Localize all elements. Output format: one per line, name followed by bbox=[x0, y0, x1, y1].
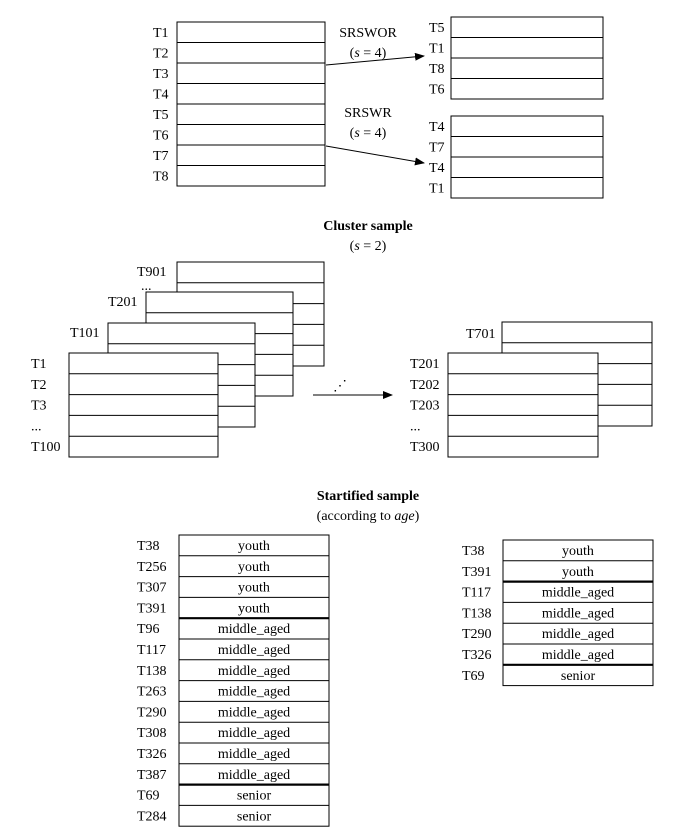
cluster-front-row-label: T1 bbox=[31, 357, 47, 372]
srs-source-row-label: T4 bbox=[153, 88, 169, 103]
cluster-title: Cluster sample bbox=[323, 219, 413, 234]
srswor-label: SRSWOR (s = 4) bbox=[339, 26, 397, 61]
cluster-back-label: T101 bbox=[70, 326, 100, 341]
srs-source-row-label: T6 bbox=[153, 129, 169, 144]
cluster-result-front-row-label: T203 bbox=[410, 399, 440, 414]
srswor-row-label: T5 bbox=[429, 21, 445, 36]
strat-left-row-age: middle_aged bbox=[218, 622, 290, 637]
srswor-row-label: T6 bbox=[429, 83, 445, 98]
srswr-row-label: T4 bbox=[429, 120, 445, 135]
strat-left-row-id: T256 bbox=[137, 560, 167, 575]
strat-left-row-id: T308 bbox=[137, 726, 167, 741]
cluster-front-frame bbox=[68, 352, 219, 458]
strat-right-row-age: middle_aged bbox=[542, 648, 614, 663]
cluster-result-front-row-label: ... bbox=[410, 419, 421, 434]
strat-right-row-id: T38 bbox=[462, 544, 485, 559]
srswr-title: SRSWR bbox=[344, 106, 392, 121]
strat-left-row-id: T117 bbox=[137, 643, 166, 658]
strat-right-row-id: T326 bbox=[462, 648, 492, 663]
strat-right-row-id: T138 bbox=[462, 606, 492, 621]
cluster-stack-ellipsis: ... bbox=[141, 279, 152, 294]
strat-left-row-age: middle_aged bbox=[218, 747, 290, 762]
cluster-front-row-label: ... bbox=[31, 419, 42, 434]
strat-left-row-age: middle_aged bbox=[218, 685, 290, 700]
strat-right-row-age: senior bbox=[561, 669, 596, 684]
strat-left-row-age: youth bbox=[238, 539, 270, 554]
strat-left-row-age: senior bbox=[237, 789, 272, 804]
stratified-title: Startified sample bbox=[317, 489, 419, 504]
cluster-front-row-label: T3 bbox=[31, 399, 47, 414]
strat-left-row-age: middle_aged bbox=[218, 643, 290, 658]
strat-left-row-age: youth bbox=[238, 581, 270, 596]
srswr-label: SRSWR (s = 4) bbox=[344, 106, 392, 141]
srswor-row-label: T1 bbox=[429, 42, 445, 57]
srswr-row-label: T4 bbox=[429, 161, 445, 176]
strat-left-row-id: T263 bbox=[137, 685, 167, 700]
cluster-result-front-row-label: T300 bbox=[410, 440, 440, 455]
srs-source-row-label: T3 bbox=[153, 67, 169, 82]
strat-left-row-age: senior bbox=[237, 809, 272, 824]
strat-right-row-id: T117 bbox=[462, 586, 491, 601]
strat-left-row-id: T326 bbox=[137, 747, 167, 762]
cluster-result-front-frame bbox=[447, 352, 599, 458]
strat-right-row-age: middle_aged bbox=[542, 606, 614, 621]
strat-left-row-id: T387 bbox=[137, 768, 167, 783]
strat-left-row-id: T96 bbox=[137, 622, 160, 637]
cluster-back-label: T201 bbox=[108, 295, 138, 310]
cluster-param: (s = 2) bbox=[350, 239, 387, 254]
strat-left-row-age: middle_aged bbox=[218, 726, 290, 741]
strat-left-row-age: middle_aged bbox=[218, 768, 290, 783]
strat-left-row-id: T307 bbox=[137, 581, 167, 596]
strat-left-row-age: middle_aged bbox=[218, 664, 290, 679]
strat-right-row-age: youth bbox=[562, 544, 594, 559]
srswor-title: SRSWOR bbox=[339, 26, 397, 41]
strat-right-row-id: T290 bbox=[462, 627, 492, 642]
srs-source-row-label: T1 bbox=[153, 26, 169, 41]
strat-right-row-id: T391 bbox=[462, 565, 492, 580]
srswor-param: (s = 4) bbox=[350, 46, 387, 61]
srswor-arrow bbox=[325, 52, 425, 66]
cluster-result-front-row-label: T202 bbox=[410, 378, 440, 393]
srswr-param: (s = 4) bbox=[350, 126, 387, 141]
cluster-more-ellipsis: ⋰ bbox=[333, 379, 347, 394]
strat-right-row-age: middle_aged bbox=[542, 627, 614, 642]
cluster-front-row-label: T2 bbox=[31, 378, 47, 393]
srswr-arrow bbox=[325, 145, 425, 166]
strat-left-row-id: T138 bbox=[137, 664, 167, 679]
cluster-result-back-label: T701 bbox=[466, 327, 496, 342]
srswor-row-label: T8 bbox=[429, 62, 445, 77]
strat-left-row-id: T290 bbox=[137, 705, 167, 720]
srswr-row-label: T1 bbox=[429, 182, 445, 197]
cluster-front-row-label: T100 bbox=[31, 440, 61, 455]
srswr-row-label: T7 bbox=[429, 141, 445, 156]
strat-left-row-age: youth bbox=[238, 601, 270, 616]
strat-right-row-id: T69 bbox=[462, 669, 485, 684]
strat-right-frame bbox=[502, 539, 654, 687]
stratified-subtitle: (according to age) bbox=[317, 509, 420, 524]
cluster-result-front-row-label: T201 bbox=[410, 357, 440, 372]
srs-source-row-label: T5 bbox=[153, 108, 169, 123]
strat-left-row-id: T391 bbox=[137, 601, 167, 616]
strat-right-row-age: middle_aged bbox=[542, 586, 614, 601]
srs-source-row-label: T7 bbox=[153, 149, 169, 164]
srs-source-row-label: T2 bbox=[153, 47, 169, 62]
strat-right-row-age: youth bbox=[562, 565, 594, 580]
strat-left-row-id: T38 bbox=[137, 539, 160, 554]
strat-left-row-id: T284 bbox=[137, 809, 167, 824]
strat-left-row-age: middle_aged bbox=[218, 705, 290, 720]
cluster-back-label: T901 bbox=[137, 265, 167, 280]
strat-left-row-id: T69 bbox=[137, 789, 160, 804]
srs-source-row-label: T8 bbox=[153, 170, 169, 185]
strat-left-row-age: youth bbox=[238, 560, 270, 575]
